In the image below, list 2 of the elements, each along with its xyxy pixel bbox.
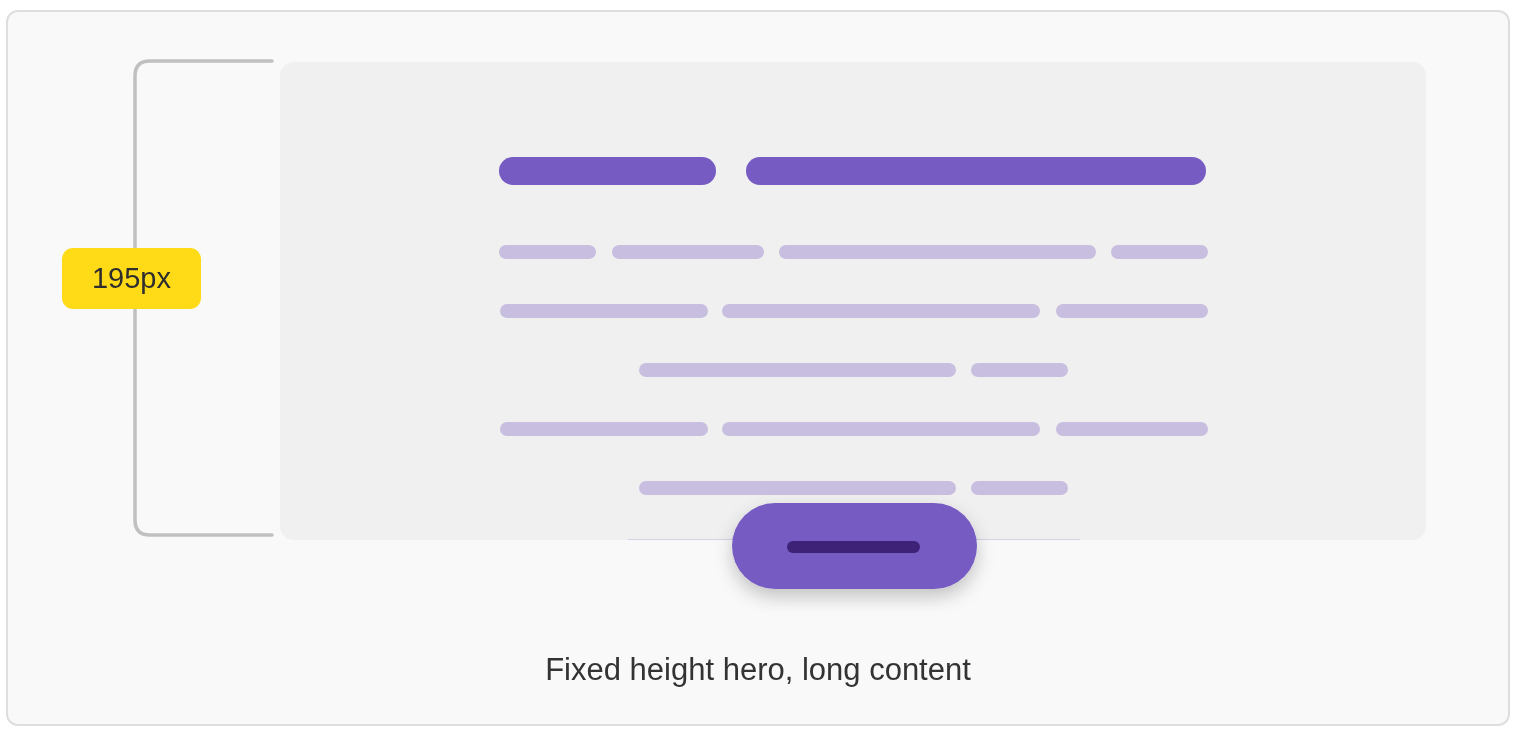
dimension-label: 195px: [62, 248, 201, 309]
caption: Fixed height hero, long content: [545, 651, 971, 689]
